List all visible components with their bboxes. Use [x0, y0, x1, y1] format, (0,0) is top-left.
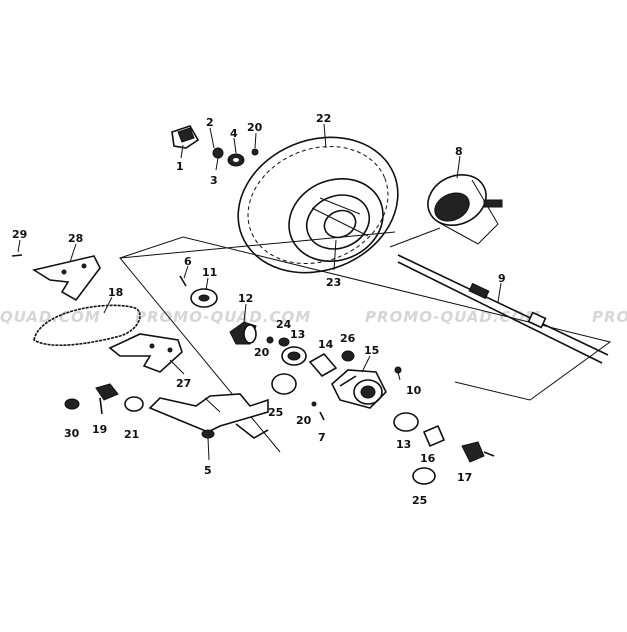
- callout-20-lower: 20: [296, 414, 312, 427]
- rear-tire: [237, 136, 399, 274]
- chain-guard-upper: [11, 254, 101, 302]
- callout-13-upper: 13: [290, 328, 305, 341]
- callout-21: 21: [124, 428, 139, 441]
- left-small-parts: [64, 383, 144, 415]
- wheel-hub: [427, 174, 503, 245]
- callout-28: 28: [68, 232, 83, 245]
- callout-14: 14: [318, 338, 334, 351]
- watermark-right: PRO: [592, 308, 627, 326]
- callout-18: 18: [108, 286, 123, 299]
- callout-8: 8: [455, 145, 463, 158]
- callout-25-right: 25: [412, 494, 427, 507]
- watermark-center-left: PROMO-QUAD.COM: [135, 308, 311, 326]
- callout-1: 1: [176, 160, 184, 173]
- callout-17: 17: [457, 471, 472, 484]
- center-upper-parts: [179, 275, 218, 308]
- callout-24: 24: [276, 318, 292, 331]
- callout-4: 4: [230, 127, 238, 140]
- callout-6: 6: [184, 255, 192, 268]
- callout-26: 26: [340, 332, 356, 345]
- bearing-stack: [229, 321, 355, 395]
- callout-23: 23: [326, 276, 341, 289]
- callout-2: 2: [206, 116, 214, 129]
- callout-19: 19: [92, 423, 107, 436]
- bearing-housing: [311, 366, 402, 421]
- callout-13-lower: 13: [396, 438, 411, 451]
- callout-16: 16: [420, 452, 436, 465]
- watermark-center-right: PROMO-QUAD.COM: [365, 308, 541, 326]
- drive-chain: [33, 304, 141, 347]
- callout-11: 11: [202, 266, 217, 279]
- rear-axle: [397, 254, 609, 364]
- watermark-left: QUAD.COM: [0, 308, 101, 326]
- callout-15: 15: [364, 344, 379, 357]
- callout-22: 22: [316, 112, 331, 125]
- callout-29: 29: [12, 228, 27, 241]
- top-left-hardware: [171, 125, 259, 167]
- callout-3: 3: [210, 174, 218, 187]
- right-lower-parts: [393, 412, 495, 485]
- leader-lines: [17, 123, 502, 461]
- callout-30: 30: [64, 427, 80, 440]
- assembly-frame: [119, 227, 612, 453]
- callout-20-top: 20: [247, 121, 263, 134]
- callout-10: 10: [406, 384, 422, 397]
- callout-7: 7: [318, 431, 326, 444]
- callout-9: 9: [498, 272, 506, 285]
- callout-25-left: 25: [268, 406, 283, 419]
- callout-27: 27: [176, 377, 191, 390]
- callout-20-middle: 20: [254, 346, 270, 359]
- chain-guard-lower: [108, 333, 183, 373]
- callout-5: 5: [204, 464, 212, 477]
- callout-12: 12: [238, 292, 253, 305]
- callout-numbers: 1 2 3 4 20 22 8 23 9 29 28 18 6 11 12 24…: [12, 112, 506, 507]
- swing-arm: [148, 393, 269, 439]
